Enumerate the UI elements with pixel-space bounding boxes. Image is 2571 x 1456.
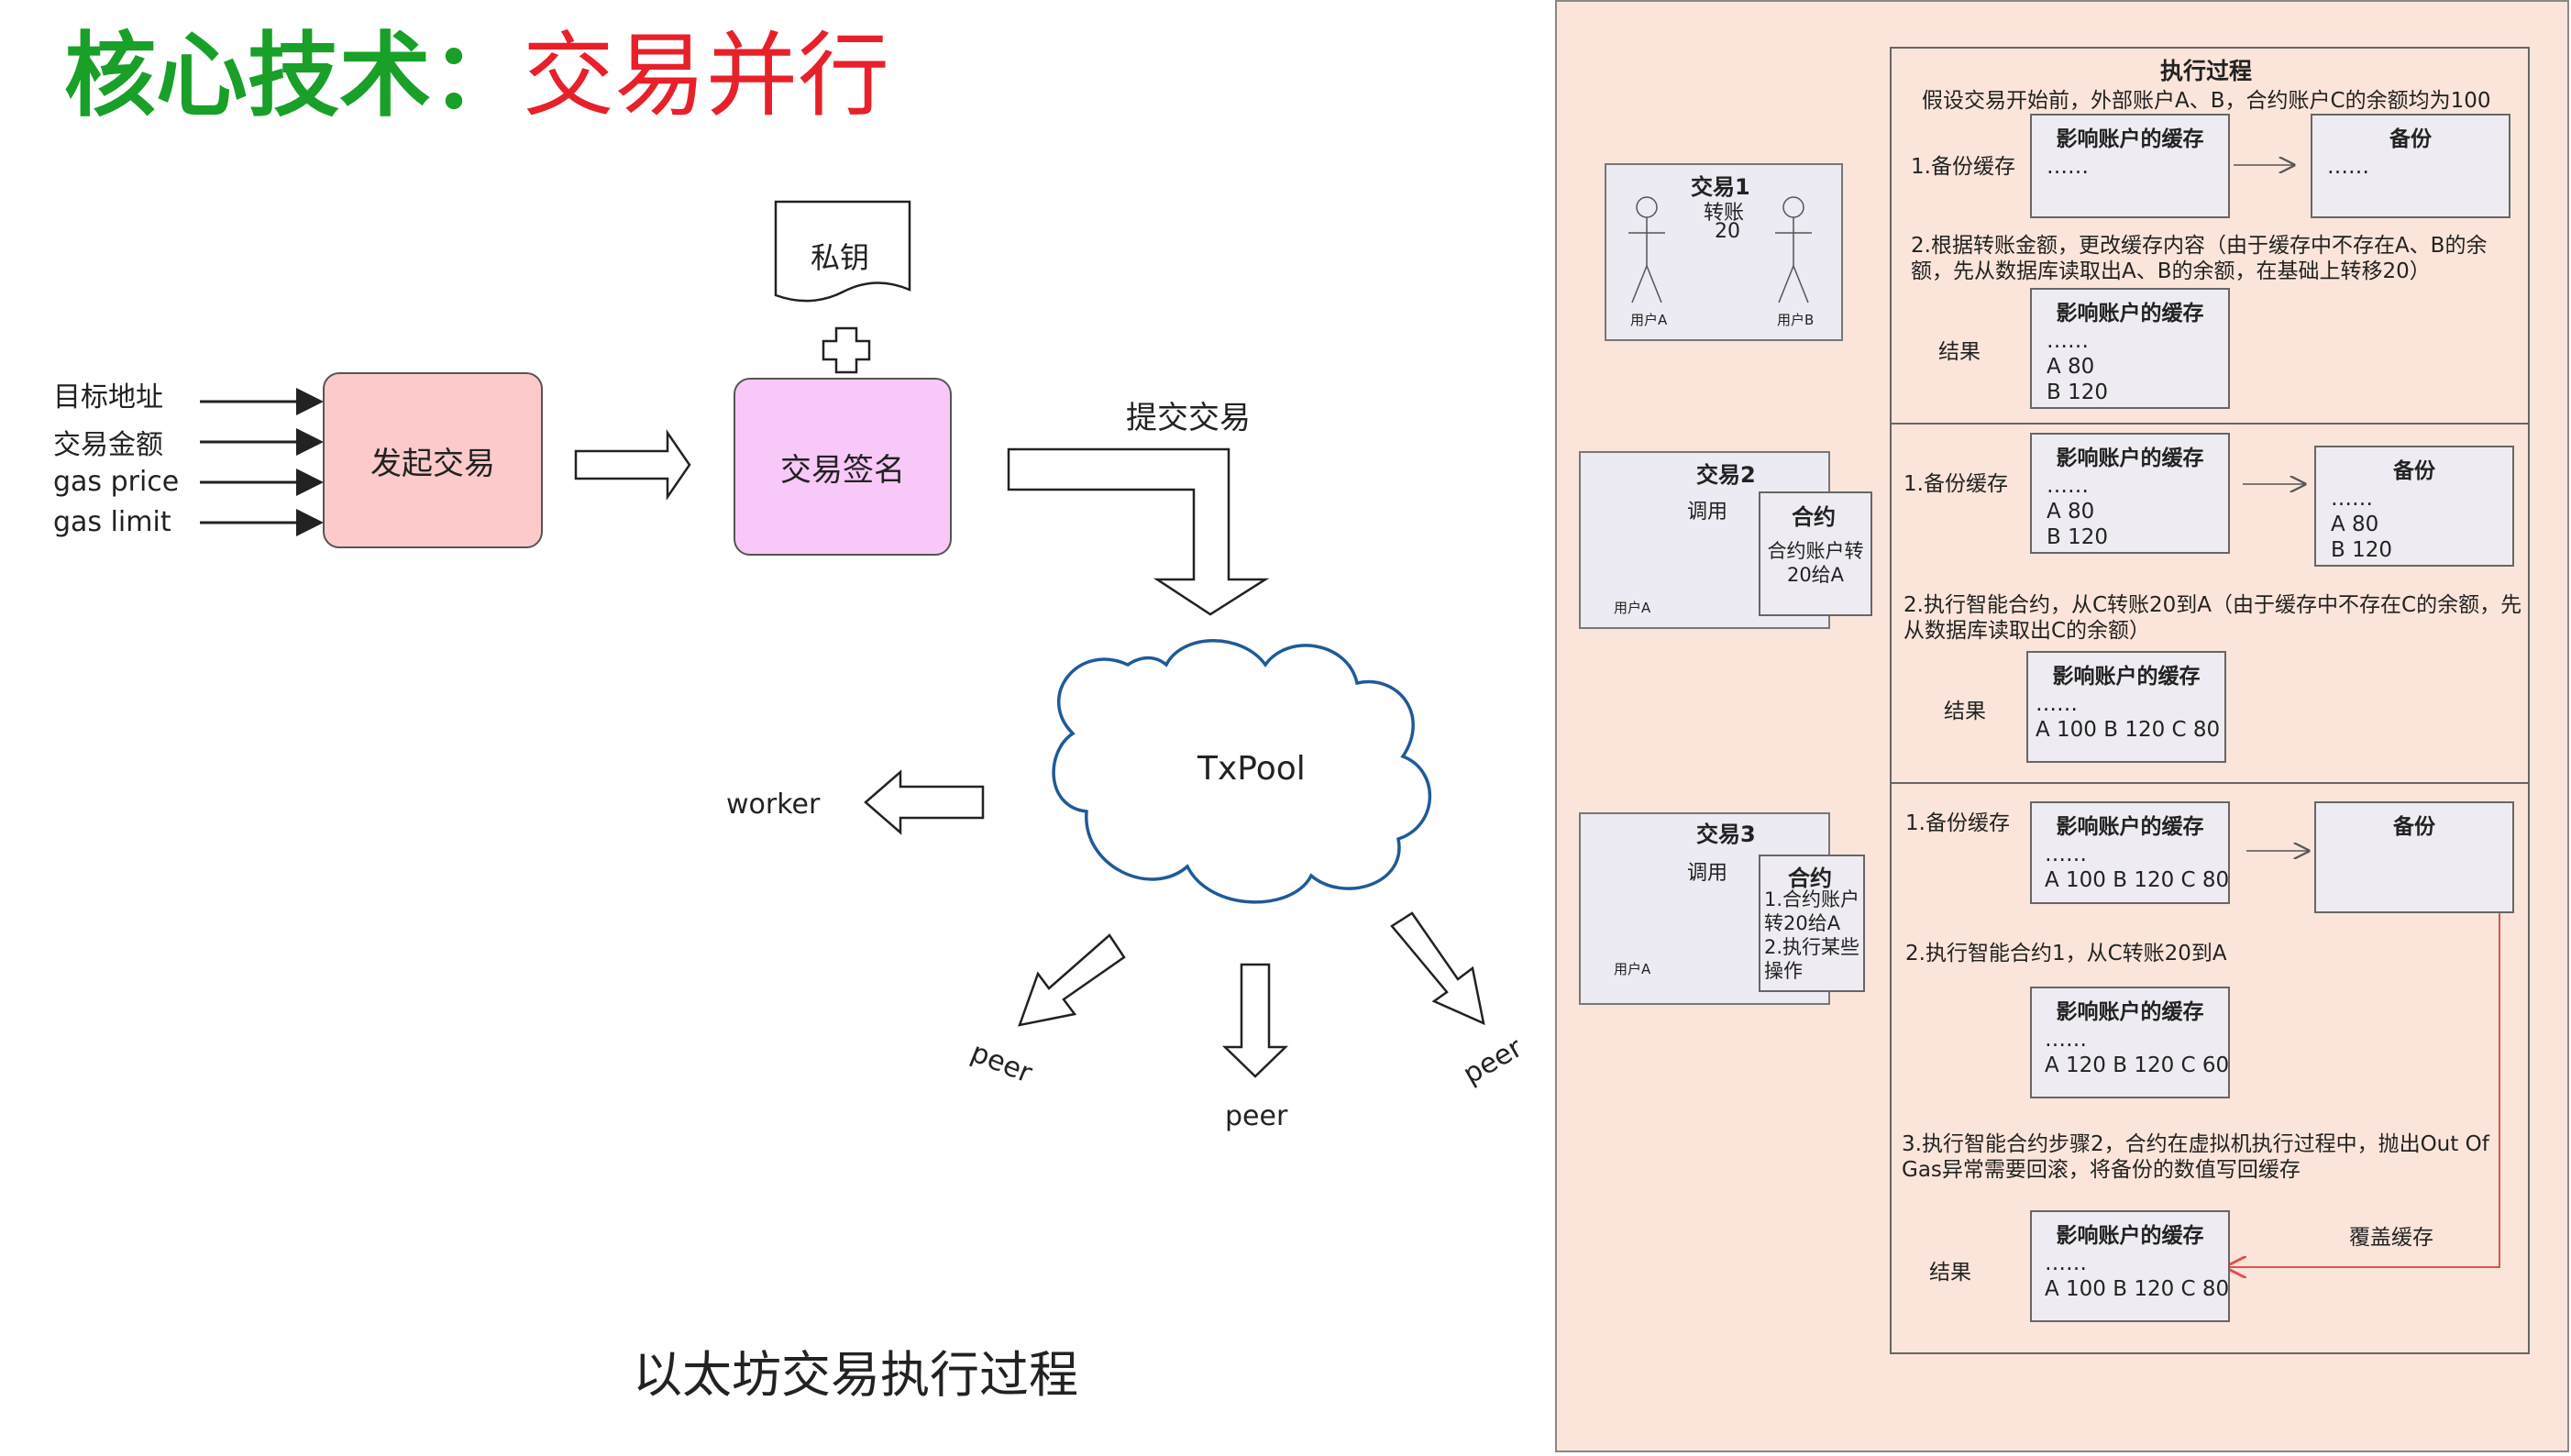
plus-icon (822, 326, 871, 374)
tx2-step2-line1: 2.执行智能合约，从C转账20到A（由于缓存中不存在C的余额，先 (1903, 593, 2522, 617)
tx3-title: 交易3 (1696, 822, 1756, 847)
txpool-cloud (1052, 639, 1432, 904)
tx2-backup-body: …… A 80 B 120 (2331, 487, 2392, 562)
tx3-step2: 2.执行智能合约1，从C转账20到A (1905, 942, 2227, 965)
tx3-step2-cache-box: 影响账户的缓存 …… A 120 B 120 C 60 (2030, 987, 2230, 1098)
tx1-backup-body: …… (2327, 155, 2369, 179)
tx2-result-label: 结果 (1944, 700, 1986, 723)
tx2-contract-title: 合约 (1792, 504, 1836, 530)
tx3-cache-box: 影响账户的缓存 …… A 100 B 120 C 80 (2030, 801, 2230, 904)
input-label-gas-price: gas price (53, 466, 180, 498)
sign-transaction-label: 交易签名 (780, 451, 905, 489)
submit-transaction-label: 提交交易 (1126, 400, 1251, 436)
tx3-contract-title: 合约 (1788, 866, 1832, 891)
input-label-gas-limit: gas limit (53, 506, 171, 538)
tx1-result-header: 影响账户的缓存 (2056, 302, 2204, 325)
tx3-step3-line2: Gas异常需要回滚，将备份的数值写回缓存 (1902, 1158, 2301, 1182)
tx3-cache-body: …… A 100 B 120 C 80 (2045, 843, 2230, 892)
tx3-contract-box (1759, 855, 1865, 992)
tx2-title: 交易2 (1696, 462, 1756, 488)
tx3-result-header: 影响账户的缓存 (2056, 1224, 2204, 1248)
input-label-target-address: 目标地址 (53, 381, 163, 414)
flow-diagram-shapes (200, 200, 1485, 1078)
tx2-cache-header: 影响账户的缓存 (2056, 447, 2204, 470)
tx1-cache-body: …… (2047, 155, 2089, 179)
overwrite-cache-label: 覆盖缓存 (2349, 1226, 2433, 1250)
worker-arrow (864, 769, 985, 835)
tx2-result-header: 影响账户的缓存 (2052, 665, 2201, 689)
start-transaction-box: 发起交易 (323, 372, 543, 548)
tx3-step2-cache-header: 影响账户的缓存 (2056, 1000, 2204, 1024)
tx3-step2-cache-body: …… A 120 B 120 C 60 (2045, 1028, 2230, 1077)
tx2-cache-body: …… A 80 B 120 (2047, 474, 2108, 549)
tx3-step3-line1: 3.执行智能合约步骤2，合约在虚拟机执行过程中，抛出Out Of (1902, 1132, 2489, 1156)
tx3-result-label: 结果 (1929, 1261, 1971, 1285)
peer-label-middle: peer (1225, 1100, 1288, 1132)
user-b-figure (1775, 196, 1812, 303)
diagram-caption: 以太坊交易执行过程 (633, 1346, 1078, 1404)
start-transaction-label: 发起交易 (370, 445, 495, 482)
input-label-amount: 交易金额 (53, 429, 163, 461)
panel-title: 执行过程 (2160, 58, 2253, 84)
tx3-cache-header: 影响账户的缓存 (2056, 815, 2204, 839)
tx2-step2-line2: 从数据库读取出C的余额） (1903, 619, 2151, 643)
tx1-cache-box: 影响账户的缓存 …… (2030, 114, 2230, 218)
tx1-result-box: 影响账户的缓存 …… A 80 B 120 (2030, 288, 2230, 409)
tx2-result-body: …… A 100 B 120 C 80 (2036, 692, 2221, 742)
worker-label: worker (726, 789, 821, 821)
tx1-step2-line1: 2.根据转账金额，更改缓存内容（由于缓存中不存在A、B的余 (1911, 234, 2488, 258)
tx1-backup-header: 备份 (2389, 127, 2432, 151)
tx3-backup-header: 备份 (2393, 815, 2435, 839)
tx1-user-a-label: 用户A (1630, 312, 1668, 328)
slide-title: 核心技术：交易并行 (64, 26, 889, 127)
private-key-label: 私钥 (811, 240, 870, 275)
peer-arrow-left (1018, 933, 1126, 1027)
tx2-action: 调用 (1687, 501, 1728, 524)
tx1-backup-box: 备份 …… (2311, 114, 2510, 218)
private-key-document (774, 200, 911, 303)
block-arrow-to-sign (574, 428, 691, 502)
txpool-label: TxPool (1197, 750, 1306, 788)
tx1-title: 交易1 (1691, 174, 1750, 200)
restore-backup-arrow (2226, 913, 2500, 1267)
tx2-cache-box: 影响账户的缓存 …… A 80 B 120 (2030, 433, 2230, 554)
tx3-step1: 1.备份缓存 (1905, 811, 2010, 835)
peer-arrow-right (1390, 911, 1485, 1026)
tx1-result-body: …… A 80 B 120 (2047, 329, 2108, 404)
tx1-action: 转账 (1704, 202, 1745, 225)
tx3-action: 调用 (1687, 862, 1728, 885)
tx1-step2-line2: 额，先从数据库读取出A、B的余额，在基础上转移20） (1911, 259, 2431, 283)
title-green: 核心技术： (64, 22, 523, 129)
tx2-backup-header: 备份 (2393, 459, 2435, 483)
tx2-contract-box (1759, 491, 1872, 616)
tx1-card (1605, 163, 1843, 341)
tx1-user-b-label: 用户B (1777, 312, 1815, 328)
tx1-step1: 1.备份缓存 (1911, 155, 2015, 179)
tx3-result-body: …… A 100 B 120 C 80 (2045, 1252, 2230, 1301)
tx1-cache-header: 影响账户的缓存 (2056, 127, 2204, 151)
process-frame (1890, 47, 2530, 1354)
peer-arrow-middle (1221, 963, 1289, 1078)
sign-transaction-box: 交易签名 (734, 378, 952, 556)
tx3-user-label: 用户A (1614, 961, 1651, 977)
tx2-result-box: 影响账户的缓存 …… A 100 B 120 C 80 (2026, 651, 2226, 763)
user-a-figure (1628, 196, 1665, 303)
tx2-contract-body: 合约账户转 20给A (1767, 540, 1864, 586)
tx3-backup-box: 备份 (2314, 801, 2514, 913)
panel-assumption: 假设交易开始前，外部账户A、B，合约账户C的余额均为100 (1922, 89, 2491, 113)
tx3-contract-body: 1.合约账户 转20给A 2.执行某些 操作 (1764, 888, 1860, 982)
tx1-result-label: 结果 (1938, 340, 1981, 364)
submit-elbow-arrow (1007, 447, 1270, 616)
tx2-step1: 1.备份缓存 (1903, 472, 2008, 496)
title-red: 交易并行 (523, 22, 889, 129)
tx3-result-box: 影响账户的缓存 …… A 100 B 120 C 80 (2030, 1210, 2230, 1322)
tx1-amount: 20 (1715, 220, 1740, 243)
tx2-user-label: 用户A (1614, 600, 1651, 616)
tx2-backup-box: 备份 …… A 80 B 120 (2314, 446, 2514, 567)
